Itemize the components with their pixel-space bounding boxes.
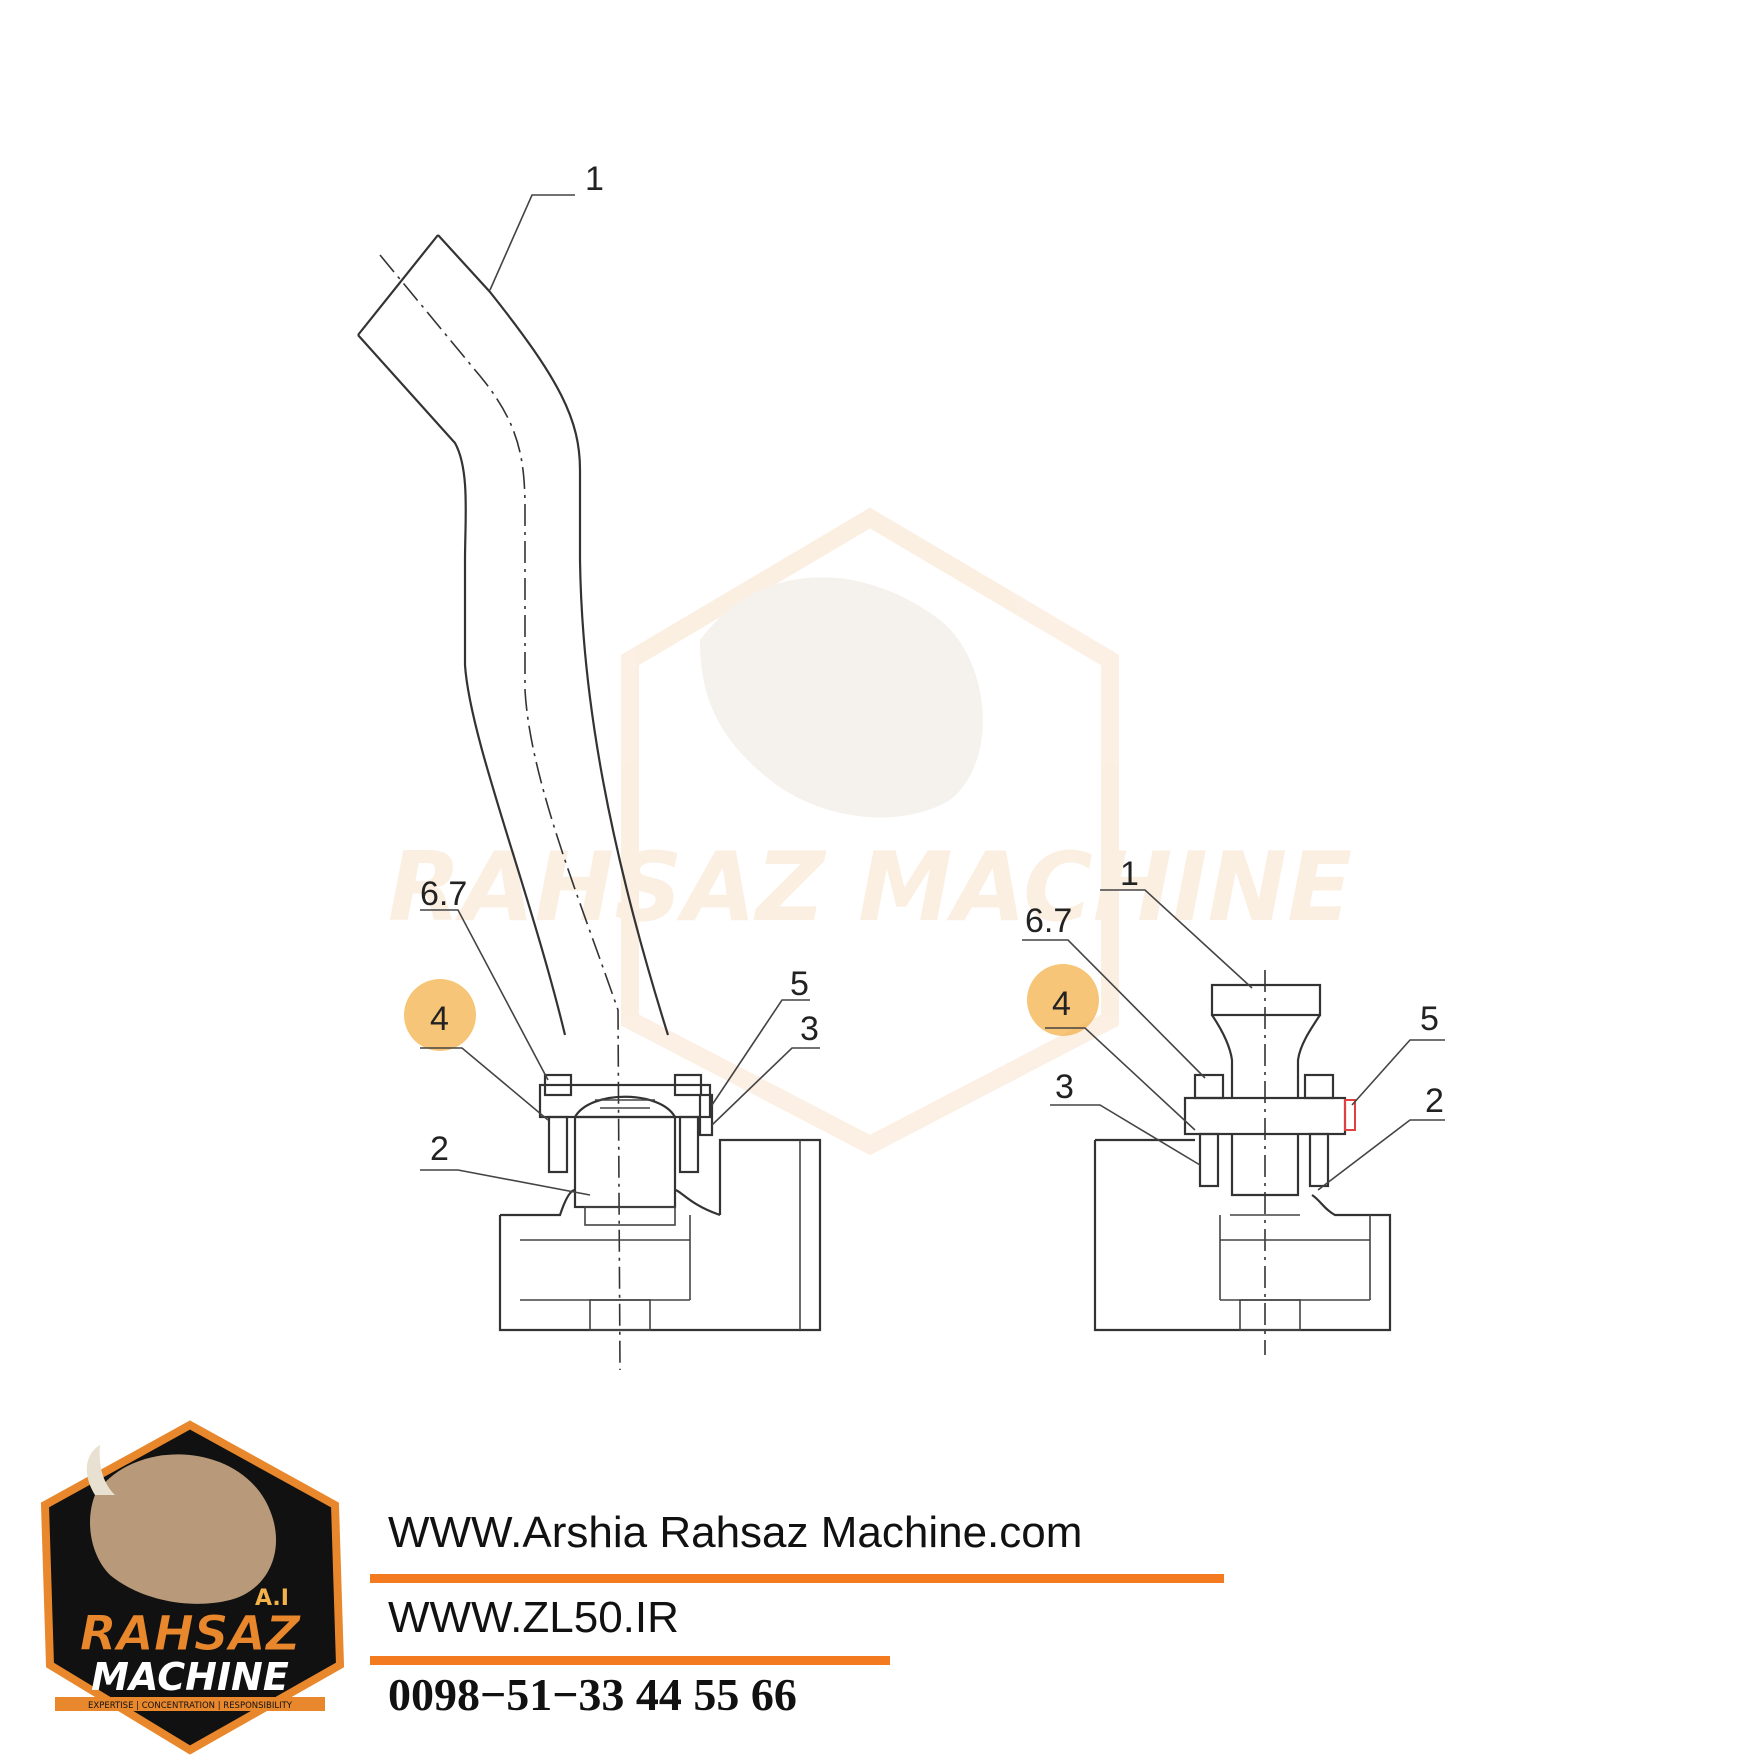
watermark-text: RAHSAZ MACHINE bbox=[388, 833, 1352, 943]
callout-right-5: 5 bbox=[1420, 1000, 1439, 1038]
phone-number[interactable]: 0098−51−33 44 55 66 bbox=[388, 1669, 797, 1720]
logo-tagline: EXPERTISE | CONCENTRATION | RESPONSIBILI… bbox=[88, 1701, 293, 1711]
callout-left-4: 4 bbox=[430, 1000, 449, 1038]
logo-machine: MACHINE bbox=[91, 1655, 289, 1699]
divider-bar-1 bbox=[370, 1574, 1224, 1583]
highlight-circle-left bbox=[404, 979, 476, 1051]
logo-badge: A.I bbox=[255, 1586, 289, 1611]
callout-right-2: 2 bbox=[1425, 1082, 1444, 1120]
right-view: 1 6.7 4 3 5 2 bbox=[1022, 855, 1445, 1355]
callout-right-1: 1 bbox=[1120, 855, 1139, 893]
callout-left-5: 5 bbox=[790, 965, 809, 1003]
callout-left-1: 1 bbox=[585, 160, 604, 198]
highlight-circle-right bbox=[1027, 964, 1099, 1036]
left-view: 1 6.7 4 5 3 2 bbox=[357, 160, 822, 1371]
logo-rahsaz: RAHSAZ bbox=[80, 1606, 302, 1662]
website-url[interactable]: WWW.Arshia Rahsaz Machine.com bbox=[388, 1508, 1083, 1557]
divider-bar-2 bbox=[370, 1656, 890, 1665]
callout-left-6-7: 6.7 bbox=[420, 875, 467, 913]
website-url-2[interactable]: WWW.ZL50.IR bbox=[388, 1593, 679, 1642]
callout-right-6-7: 6.7 bbox=[1025, 902, 1072, 940]
callout-left-2: 2 bbox=[430, 1130, 449, 1168]
callout-right-4: 4 bbox=[1052, 985, 1071, 1023]
brand-logo: A.I RAHSAZ MACHINE EXPERTISE | CONCENTRA… bbox=[40, 1420, 345, 1755]
callout-right-3: 3 bbox=[1055, 1068, 1074, 1106]
callout-left-3: 3 bbox=[800, 1010, 819, 1048]
watermark-logo: RAHSAZ MACHINE bbox=[388, 507, 1352, 1156]
